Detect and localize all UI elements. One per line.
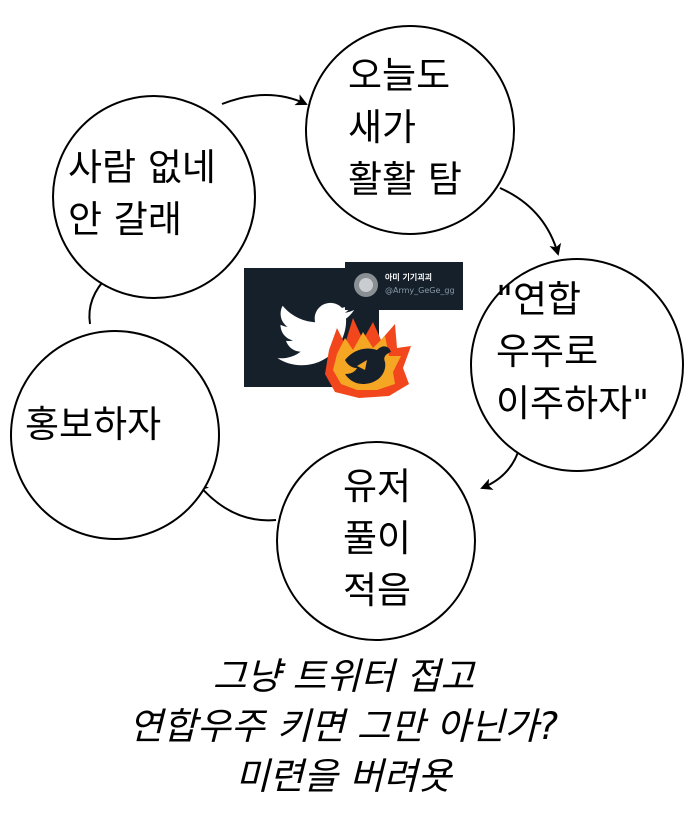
node-bottom-line: 적음: [343, 569, 412, 612]
node-top-right-circle: [305, 25, 515, 235]
arrow-topright-to-right: [499, 187, 562, 256]
node-bottom-line: 유저: [343, 465, 412, 508]
node-top-left-text: 사람 없네 안 갈래: [68, 142, 216, 246]
node-left-text: 홍보하자: [25, 399, 161, 451]
node-right-line: "연합: [496, 278, 582, 321]
node-top-right-text: 오늘도 새가 활활 탐: [348, 50, 462, 206]
node-bottom-line: 풀이: [343, 517, 412, 560]
arrow-topleft-to-topright: [221, 94, 308, 106]
node-top-right-line: 활활 탐: [348, 158, 462, 201]
caption-line: 연합우주 키면 그만 아닌가?: [128, 705, 559, 748]
node-bottom-text: 유저 풀이 적음: [343, 461, 411, 617]
node-top-left-line: 안 갈래: [68, 198, 182, 241]
node-top-right-line: 오늘도: [348, 54, 451, 97]
avatar-icon: [354, 273, 378, 297]
caption-line: 그냥 트위터 접고: [212, 655, 475, 698]
caption-line: 미련을 버려욧: [235, 755, 452, 798]
node-top-right-line: 새가: [348, 106, 417, 149]
burning-bird-icon: [325, 318, 411, 398]
node-left-circle: [10, 330, 220, 540]
caption: 그냥 트위터 접고 연합우주 키면 그만 아닌가? 미련을 버려욧: [0, 652, 687, 802]
profile-card: 아미 기기괴괴 @Army_GeGe_gg: [345, 262, 463, 310]
profile-handle: @Army_GeGe_gg: [385, 286, 455, 295]
node-left-line: 홍보하자: [25, 403, 162, 446]
node-right-text: "연합 우주로 이주하자": [496, 274, 649, 430]
node-top-left-circle: [52, 95, 256, 299]
node-right-line: 이주하자": [496, 382, 650, 425]
arrow-bottom-to-left: [196, 482, 277, 522]
profile-name: 아미 기기괴괴: [385, 273, 432, 282]
node-right-line: 우주로: [496, 330, 599, 373]
node-bottom-circle: [276, 441, 476, 641]
node-right-circle: [470, 258, 684, 472]
node-top-left-line: 사람 없네: [68, 146, 216, 189]
